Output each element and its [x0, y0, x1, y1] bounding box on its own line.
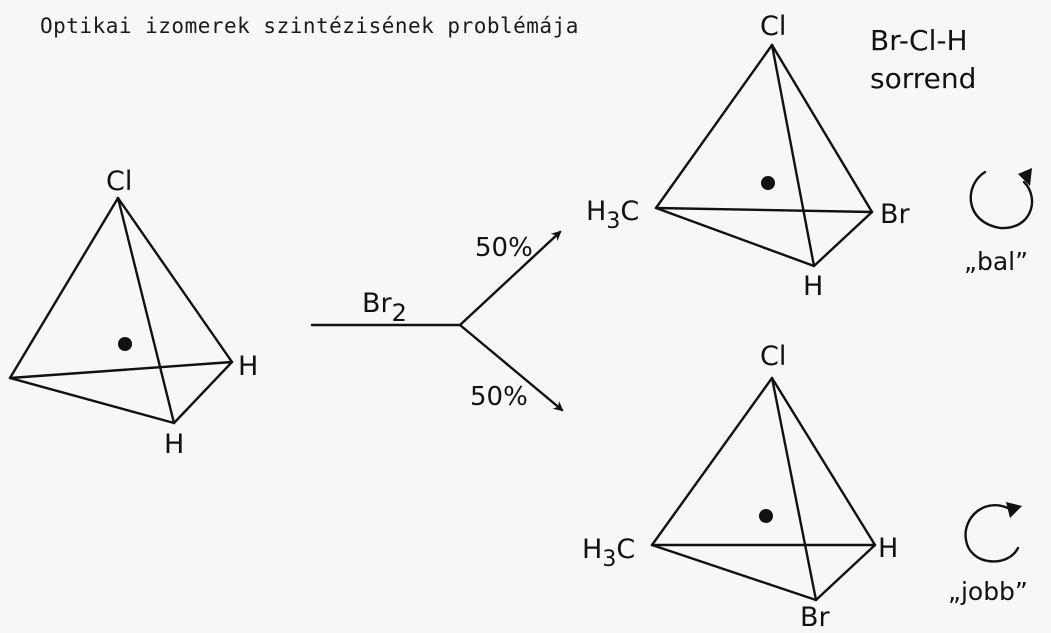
reactant-label-bottom: H: [164, 429, 184, 460]
reaction-arrows: [310, 230, 564, 412]
product-jobb-tetrahedron: [650, 376, 877, 602]
product-jobb-label-left: H3C: [582, 534, 635, 572]
product-bal-label-right: Br: [880, 199, 911, 230]
rule-line-2: sorrend: [870, 62, 976, 95]
rotation-label-jobb: „jobb”: [948, 577, 1028, 606]
clockwise-rotation-icon: [964, 502, 1022, 563]
reactant-edge: [172, 360, 234, 425]
product-edge: [650, 376, 774, 547]
page-title: Optikai izomerek szintézisének problémáj…: [40, 14, 579, 38]
product-edge: [650, 543, 818, 602]
arrow-to-top-product: [458, 230, 562, 327]
product-edge: [654, 43, 774, 210]
reactant-tetrahedron: [8, 196, 234, 425]
product-jobb-label-top: Cl: [760, 341, 786, 372]
reactant-edge: [116, 196, 176, 425]
product-edge: [812, 210, 874, 268]
product-edge: [654, 206, 816, 268]
reactant-label-right: H: [238, 351, 258, 382]
rule-line-1: Br-Cl-H: [870, 24, 968, 57]
yield-label-bottom: 50%: [470, 382, 528, 412]
reactant-edge: [8, 196, 120, 380]
product-jobb-label-right: H: [878, 533, 898, 564]
rotation-label-bal: „bal”: [964, 247, 1028, 276]
chiral-center-dot: [761, 176, 775, 190]
reactant-edge: [116, 196, 234, 364]
product-edge: [770, 376, 877, 547]
product-edge: [770, 376, 818, 602]
product-edge: [770, 43, 816, 268]
product-edge: [770, 43, 874, 214]
product-jobb-label-bottom: Br: [800, 602, 831, 633]
product-bal-label-bottom: H: [803, 271, 823, 302]
product-bal-label-left: H3C: [586, 196, 639, 234]
reactant-label-top: Cl: [106, 166, 132, 197]
product-bal-label-top: Cl: [760, 11, 786, 42]
yield-label-top: 50%: [475, 233, 533, 263]
chiral-center-dot: [759, 509, 773, 523]
chiral-center-dot: [118, 337, 132, 351]
reactant-edge: [8, 360, 234, 380]
reactant-edge: [8, 376, 176, 425]
product-bal-tetrahedron: [654, 43, 874, 268]
arrow-to-bottom-product: [458, 323, 564, 412]
product-edge: [814, 543, 877, 602]
counterclockwise-rotation-icon: [969, 168, 1034, 230]
reagent-label: Br2: [362, 288, 407, 327]
product-edge: [654, 206, 874, 214]
